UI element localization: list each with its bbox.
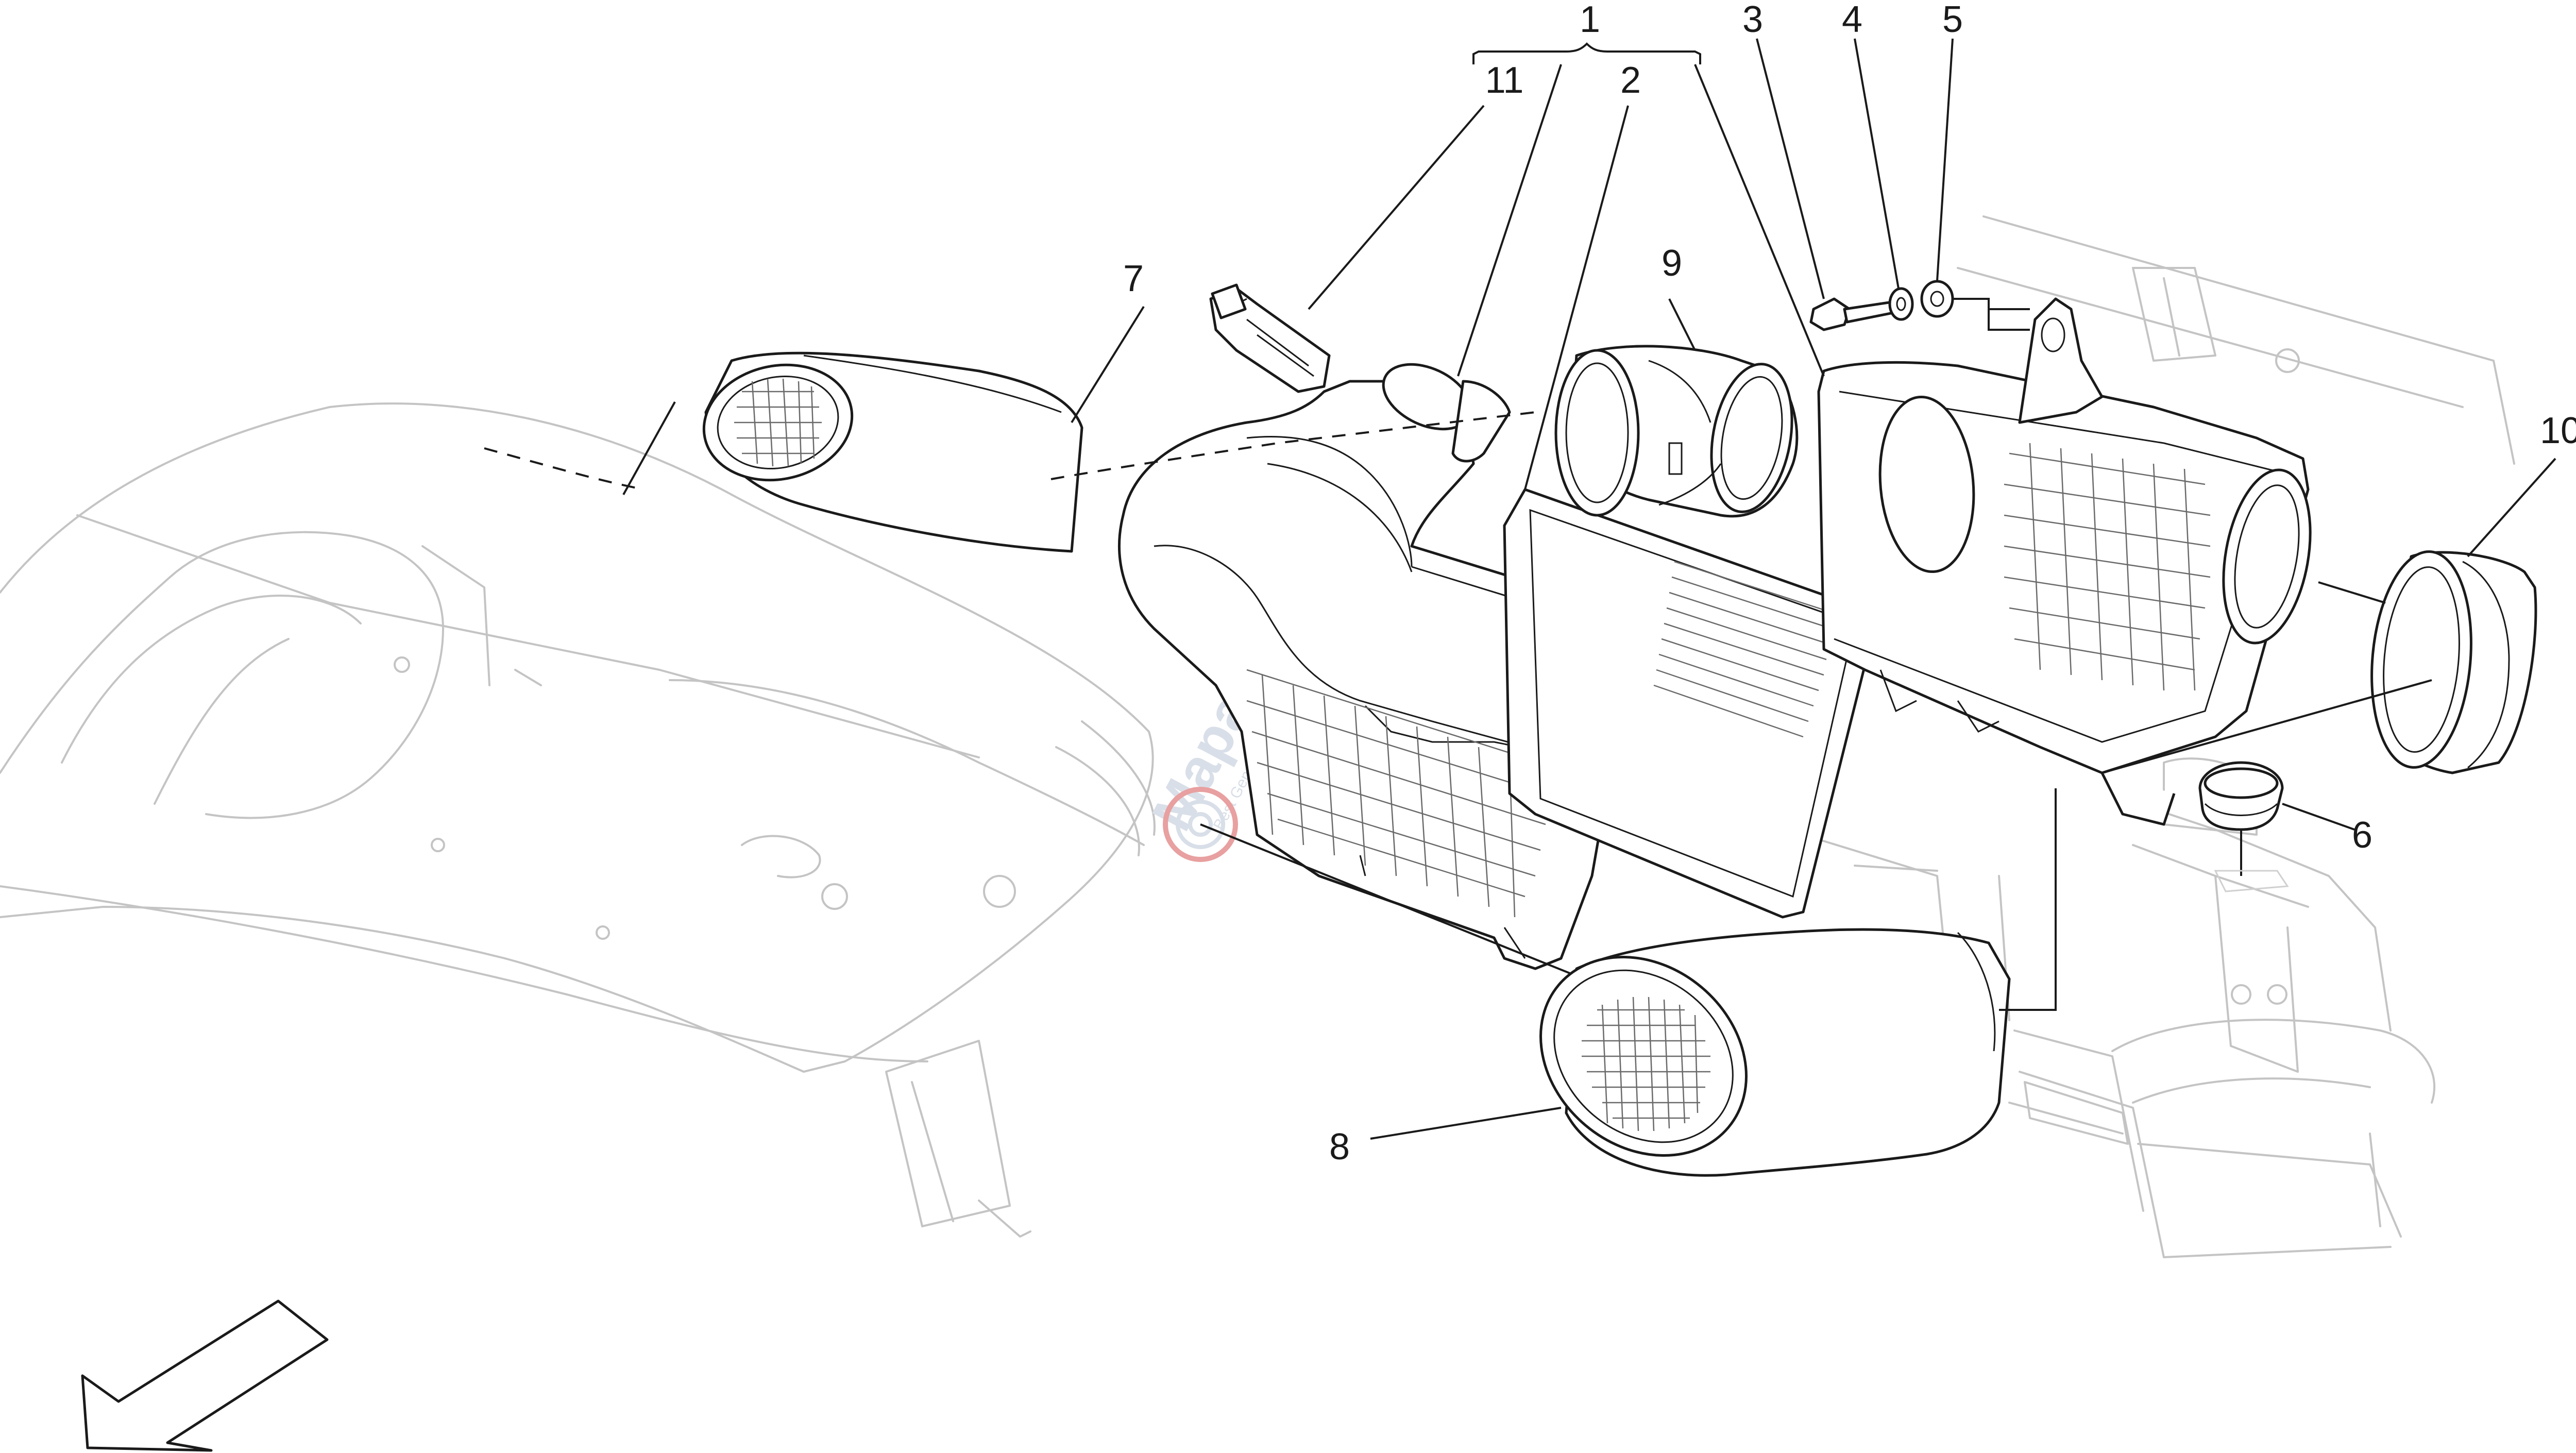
air-filter-element [1503, 488, 1877, 919]
intake-rubber-coupling [1554, 345, 1799, 518]
label-part-2: 2 [1620, 60, 1641, 101]
washer-5 [1920, 280, 1954, 318]
part-number-labels: 1 2 3 4 5 6 7 8 9 10 11 [1123, 0, 2576, 1168]
label-part-11: 11 [1485, 60, 1524, 101]
alignment-dashed-line [1050, 411, 1536, 480]
air-box-housing [1118, 363, 1630, 970]
air-intake-duct-left [702, 351, 1083, 553]
vehicle-body-outline [0, 402, 1156, 1238]
label-part-8: 8 [1329, 1126, 1350, 1168]
front-direction-arrow-icon [81, 1299, 329, 1452]
label-part-4: 4 [1842, 0, 1862, 40]
leader-lines [622, 38, 2556, 1140]
label-part-10: 10 [2540, 410, 2576, 451]
washer-4 [1888, 287, 1914, 321]
label-part-7: 7 [1123, 258, 1144, 299]
mass-air-flow-sensor [1209, 283, 1331, 393]
outlet-rubber-seal [2370, 550, 2537, 774]
air-intake-duct-front [1539, 928, 2011, 1177]
bolt [1809, 297, 1900, 331]
bolt-axis-line [1953, 298, 2030, 331]
radiator-frame-outline [1802, 215, 2515, 1258]
label-part-3: 3 [1742, 0, 1763, 40]
alignment-dashed-line-left [484, 447, 645, 491]
label-part-9: 9 [1662, 243, 1682, 284]
label-part-6: 6 [2352, 815, 2372, 856]
label-part-1: 1 [1580, 0, 1600, 40]
rubber-mount [2198, 761, 2284, 831]
watermark-logo-icon [1163, 787, 1238, 862]
label-part-5: 5 [1942, 0, 1963, 40]
air-box-cover [1817, 297, 2312, 826]
